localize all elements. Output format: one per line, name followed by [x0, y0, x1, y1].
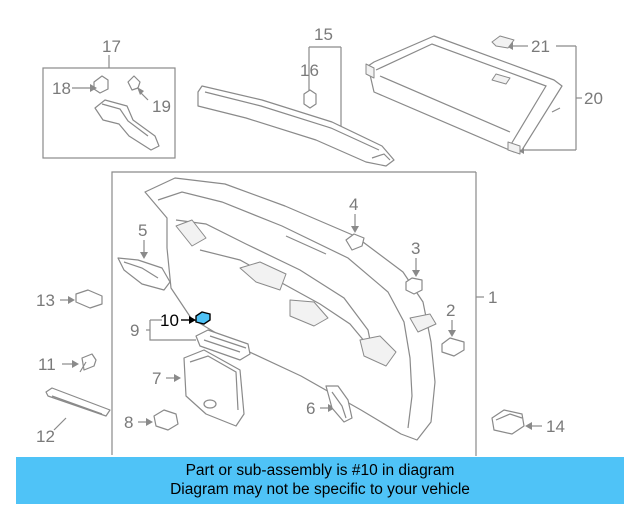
callout-8[interactable]: 8 — [124, 413, 133, 432]
part-9: 9 — [130, 319, 251, 361]
part-group-17: 17 18 19 — [42, 37, 176, 159]
part-group-15: 15 16 — [197, 25, 395, 167]
callout-2[interactable]: 2 — [446, 301, 455, 320]
callout-7[interactable]: 7 — [152, 369, 161, 388]
callout-10[interactable]: 10 — [160, 311, 179, 330]
callout-6[interactable]: 6 — [306, 399, 315, 418]
part-14: 14 — [491, 409, 565, 436]
callout-9[interactable]: 9 — [130, 321, 139, 340]
callout-16[interactable]: 16 — [300, 61, 319, 80]
part-12: 12 — [36, 387, 111, 446]
callout-21[interactable]: 21 — [531, 37, 550, 56]
part-13: 13 — [36, 289, 103, 310]
part-3: 3 — [405, 239, 423, 295]
callout-5[interactable]: 5 — [138, 221, 147, 240]
callout-3[interactable]: 3 — [411, 239, 420, 258]
banner-line-2: Diagram may not be specific to your vehi… — [170, 481, 470, 498]
callout-12[interactable]: 12 — [36, 427, 55, 446]
callout-14[interactable]: 14 — [546, 417, 565, 436]
part-7: 7 — [152, 349, 245, 427]
callout-15[interactable]: 15 — [314, 25, 333, 44]
info-banner: Part or sub-assembly is #10 in diagram D… — [16, 457, 624, 504]
part-10-highlighted: 10 — [160, 311, 211, 330]
part-group-20: 21 20 — [365, 35, 603, 155]
callout-13[interactable]: 13 — [36, 291, 55, 310]
callout-11[interactable]: 11 — [38, 355, 56, 374]
callout-18[interactable]: 18 — [52, 79, 71, 98]
part-2: 2 — [441, 301, 465, 357]
callout-1[interactable]: 1 — [488, 288, 497, 307]
part-8: 8 — [124, 409, 179, 432]
callout-4[interactable]: 4 — [349, 195, 358, 214]
banner-line-1: Part or sub-assembly is #10 in diagram — [185, 462, 455, 479]
part-5: 5 — [117, 221, 171, 291]
callout-19[interactable]: 19 — [152, 97, 171, 116]
part-4: 4 — [345, 195, 365, 251]
part-6: 6 — [306, 385, 353, 423]
callout-17[interactable]: 17 — [102, 37, 121, 56]
part-11: 11 — [38, 353, 97, 374]
callout-20[interactable]: 20 — [584, 89, 603, 108]
